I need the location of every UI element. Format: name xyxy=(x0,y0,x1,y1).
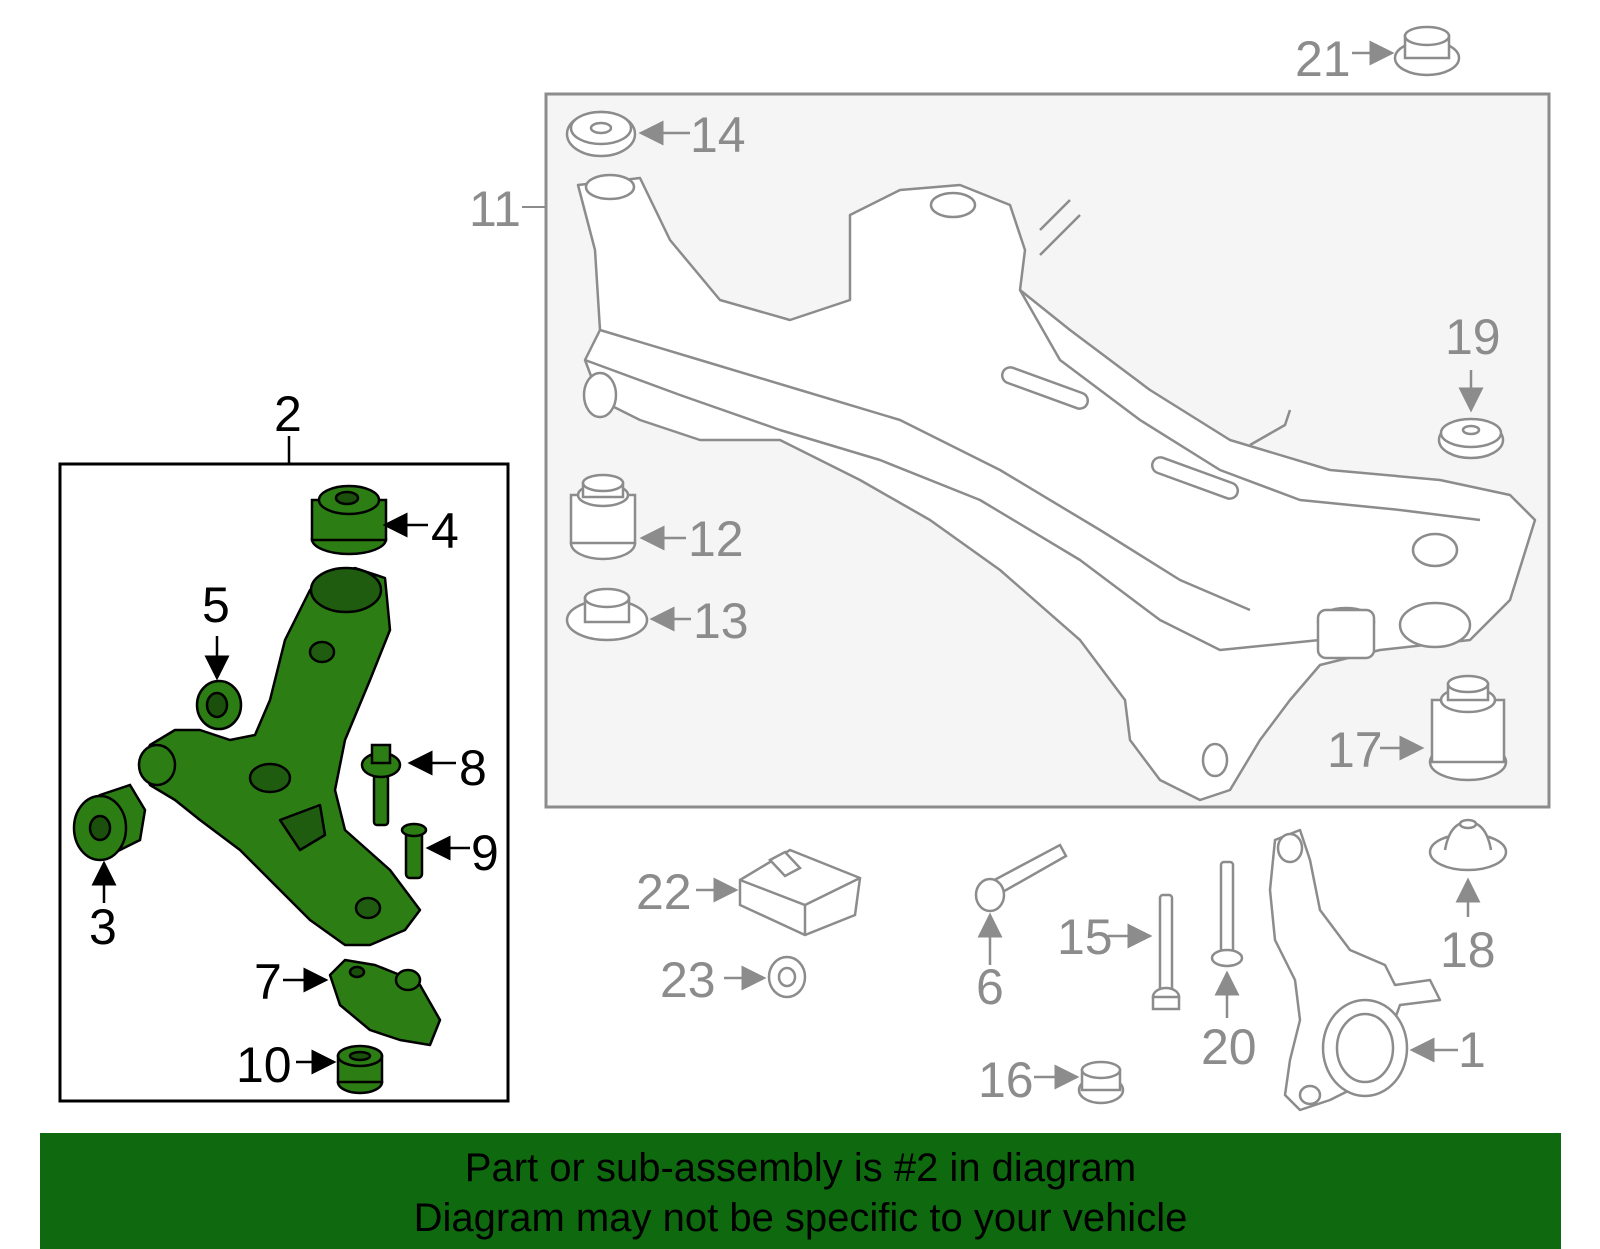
part-19-washer xyxy=(1437,417,1505,460)
label-part-6: 6 xyxy=(976,959,1004,1015)
label-part-12: 12 xyxy=(688,511,744,567)
part-21-nut xyxy=(1393,25,1461,77)
part-9-bolt xyxy=(400,822,428,880)
label-part-18: 18 xyxy=(1440,922,1496,978)
label-part-15: 15 xyxy=(1057,909,1113,965)
label-part-17: 17 xyxy=(1327,722,1383,778)
part-18-mount xyxy=(1428,818,1508,872)
part-13-bushing xyxy=(565,587,649,642)
part-23-nut xyxy=(767,955,807,999)
label-part-9: 9 xyxy=(471,825,499,881)
label-part-5: 5 xyxy=(202,577,230,633)
part-22-bracket xyxy=(738,848,862,937)
footer-line-1: Part or sub-assembly is #2 in diagram xyxy=(464,1146,1137,1190)
part-1-knuckle xyxy=(1268,828,1442,1112)
part-5-bushing xyxy=(195,679,243,731)
label-part-21: 21 xyxy=(1295,31,1351,87)
part-15-bolt xyxy=(1151,893,1181,1011)
label-part-2: 2 xyxy=(274,386,302,442)
label-part-22: 22 xyxy=(636,864,692,920)
part-6-bolt xyxy=(974,843,1068,913)
label-part-3: 3 xyxy=(89,899,117,955)
part-7-ball-joint xyxy=(328,958,442,1047)
label-part-1: 1 xyxy=(1458,1022,1486,1078)
subframe-crossmember xyxy=(576,173,1537,802)
part-17-bushing xyxy=(1428,674,1508,782)
part-20-bolt xyxy=(1210,860,1244,968)
label-part-19: 19 xyxy=(1445,309,1501,365)
part-2-lower-control-arm xyxy=(137,566,422,947)
part-12-bushing xyxy=(569,473,637,561)
label-part-11: 11 xyxy=(469,181,521,237)
footer-banner: Part or sub-assembly is #2 in diagram Di… xyxy=(40,1133,1561,1249)
part-14-washer xyxy=(565,110,637,158)
label-part-23: 23 xyxy=(660,952,716,1008)
label-part-14: 14 xyxy=(690,107,746,163)
label-part-8: 8 xyxy=(459,740,487,796)
label-part-13: 13 xyxy=(693,593,749,649)
label-part-20: 20 xyxy=(1201,1019,1257,1075)
part-16-nut xyxy=(1077,1060,1125,1105)
part-8-bolt xyxy=(360,743,402,827)
part-10-nut xyxy=(336,1044,384,1095)
label-part-4: 4 xyxy=(431,503,459,559)
label-part-7: 7 xyxy=(254,954,282,1010)
part-4-bushing xyxy=(310,484,388,556)
label-part-16: 16 xyxy=(978,1052,1034,1108)
part-3-bushing xyxy=(72,783,147,862)
footer-line-2: Diagram may not be specific to your vehi… xyxy=(413,1196,1188,1240)
label-part-10: 10 xyxy=(236,1037,292,1093)
